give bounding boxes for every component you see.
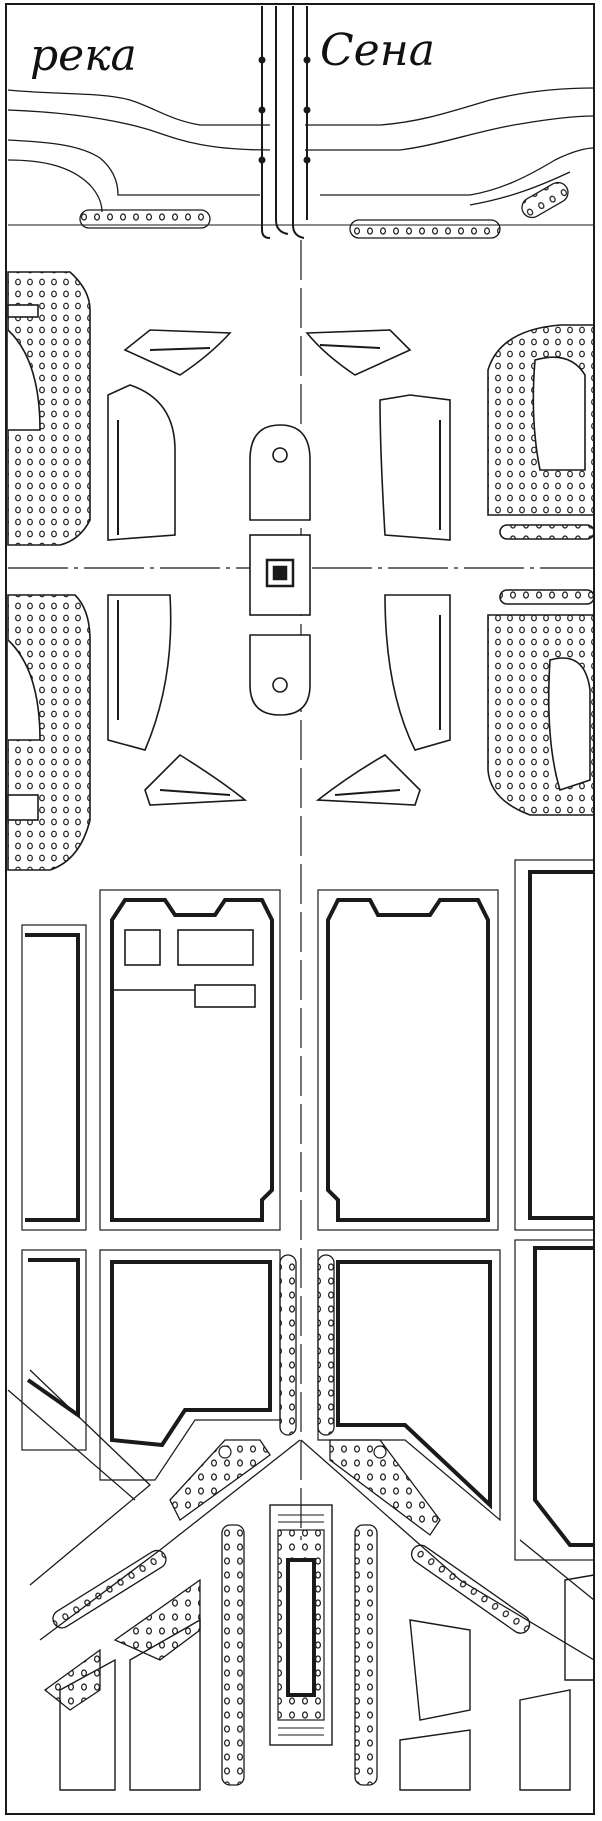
garden-right-upper bbox=[487, 324, 595, 540]
parterre-group bbox=[107, 329, 451, 806]
river-label-left: река bbox=[30, 30, 137, 81]
roundel-group bbox=[218, 1445, 387, 1459]
city-block bbox=[21, 859, 595, 1561]
tree-dot-icon bbox=[79, 181, 569, 239]
garden-left-upper bbox=[7, 271, 91, 546]
monument-building bbox=[269, 1504, 333, 1746]
tree-dot-icon bbox=[43, 1254, 531, 1786]
river-label-right: Сена bbox=[320, 25, 435, 76]
obelisk-icon bbox=[265, 558, 295, 588]
central-square bbox=[249, 424, 311, 716]
garden-right-lower bbox=[487, 589, 595, 816]
garden-left-lower bbox=[7, 594, 91, 871]
parterre-details bbox=[117, 344, 441, 796]
bridge-icon bbox=[258, 6, 311, 239]
lower-blocks bbox=[59, 1574, 595, 1791]
map-frame bbox=[5, 3, 595, 1815]
